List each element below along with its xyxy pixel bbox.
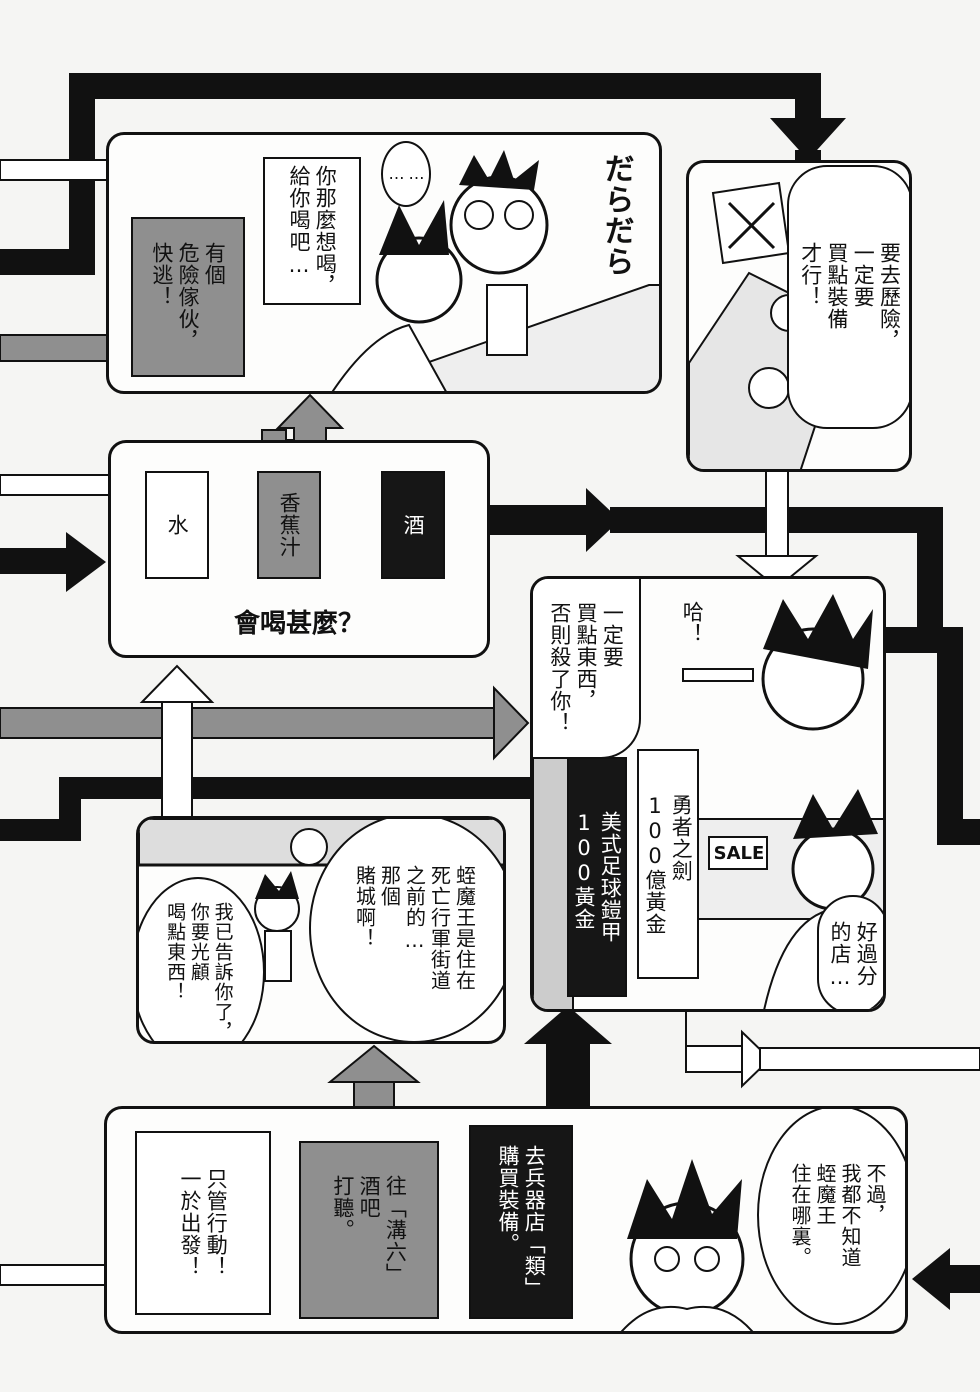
item-sword-tag[interactable]: 勇者之劍 100億黃金 [637,749,699,979]
option-alcohol[interactable]: 酒 [381,471,445,579]
option-banana-juice[interactable]: 香蕉汁 [257,471,321,579]
item-armor-tag[interactable]: 美式足球鎧甲 100黃金 [567,757,627,997]
panel-bottom-choices: 只管行動！ 一於出發！ 往「溝六」 酒吧 打聽。 去兵器店「類」 購買裝備。 不… [104,1106,908,1334]
speech-bar-right: 蛭魔王是住在 死亡行軍街道 之前的… 那個 賭城啊！ [309,819,503,1041]
sfx-drool: だらだら [598,153,634,277]
choice-buy-equipment[interactable]: 去兵器店「類」 購買裝備。 [469,1125,573,1319]
sale-sign [708,836,768,870]
ha-text: 哈！ [680,601,705,645]
panel-bar: 我已告訴你了， 你要光顧 喝點東西！ 蛭魔王是住在 死亡行軍街道 之前的… 那個… [136,816,506,1044]
choice-ask-at-bar[interactable]: 往「溝六」 酒吧 打聽。 [299,1141,439,1319]
panel-shop-entrance: 要去歷險， 一定要 買點裝備 才行！ [686,160,912,472]
speech-buy-or-die: 一定要 買點東西， 否則殺了你！ [533,579,641,759]
sale-sign-text: SALE [713,843,765,864]
speech-need-equipment: 要去歷險， 一定要 買點裝備 才行！ [787,165,909,429]
warning-box: 有個 危險傢伙， 快逃！ [131,217,245,377]
speech-dont-know: 不過， 我都不知道 蛭魔王 住在哪裏。 [757,1109,905,1325]
drink-scene-illustration [331,150,659,391]
hero-illustration [620,1159,754,1331]
panel-weapon-shop: SALE 一定要 買點東西， 否則殺了你！ 哈！ 美式足球鎧甲 100黃金 勇者… [530,576,886,1012]
ellipsis-bubble: … … [381,141,431,207]
panel-drink-scene: 有個 危險傢伙， 快逃！ 你那麼想喝， 給你喝吧… … … だらだら [106,132,662,394]
choice-go-now[interactable]: 只管行動！ 一於出發！ [135,1131,271,1315]
speech-bar-left: 我已告訴你了， 你要光顧 喝點東西！ [139,877,265,1041]
speech-terrible-shop: 好過分 的店… [817,895,883,1009]
choice-question: 會喝甚麼？ [233,609,364,639]
speech-box-give-drink: 你那麼想喝， 給你喝吧… [263,157,361,305]
choice-drink-panel: 水 香蕉汁 酒 會喝甚麼？ [108,440,490,658]
option-water[interactable]: 水 [145,471,209,579]
